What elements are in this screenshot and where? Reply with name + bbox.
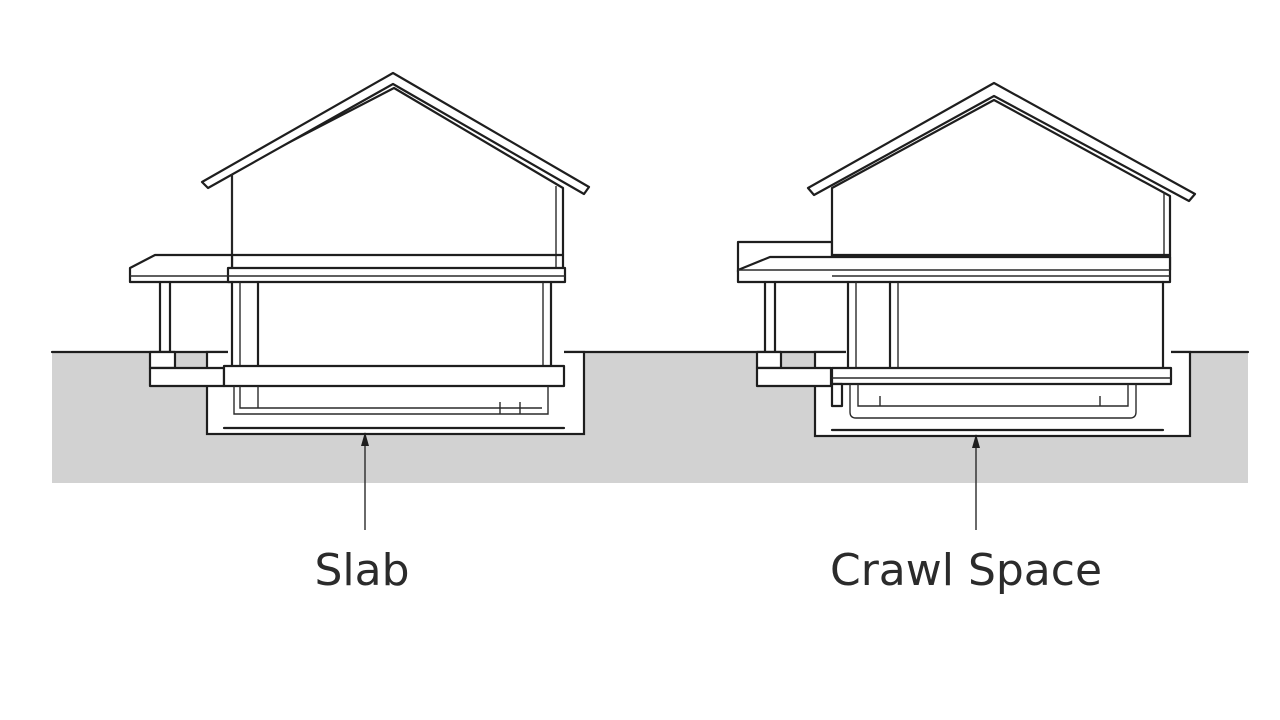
crawl-wall-body [846, 280, 1171, 370]
slab-label: Slab [314, 545, 409, 596]
slab-porch-step [148, 350, 177, 370]
crawl-pier-left [830, 382, 844, 408]
slab-pointer-arrowhead [361, 432, 369, 446]
slab-wall-body [228, 280, 564, 366]
slab-porch-footing [148, 366, 226, 388]
crawl-porch-footing [755, 366, 833, 388]
crawl-space-label: Crawl Space [830, 545, 1102, 596]
slab-porch-roof [128, 253, 234, 284]
slab-floor [222, 364, 566, 388]
crawl-porch-step [755, 350, 783, 370]
slab-gable [230, 86, 565, 272]
slab-roof [200, 71, 591, 196]
crawl-roof [806, 81, 1197, 203]
crawl-floor [830, 366, 1173, 386]
crawl-space-house [736, 81, 1197, 530]
crawl-pointer-arrowhead [972, 434, 980, 448]
crawl-gable [830, 98, 1172, 272]
slab-house [128, 71, 591, 530]
slab-ceiling-band [226, 266, 567, 284]
